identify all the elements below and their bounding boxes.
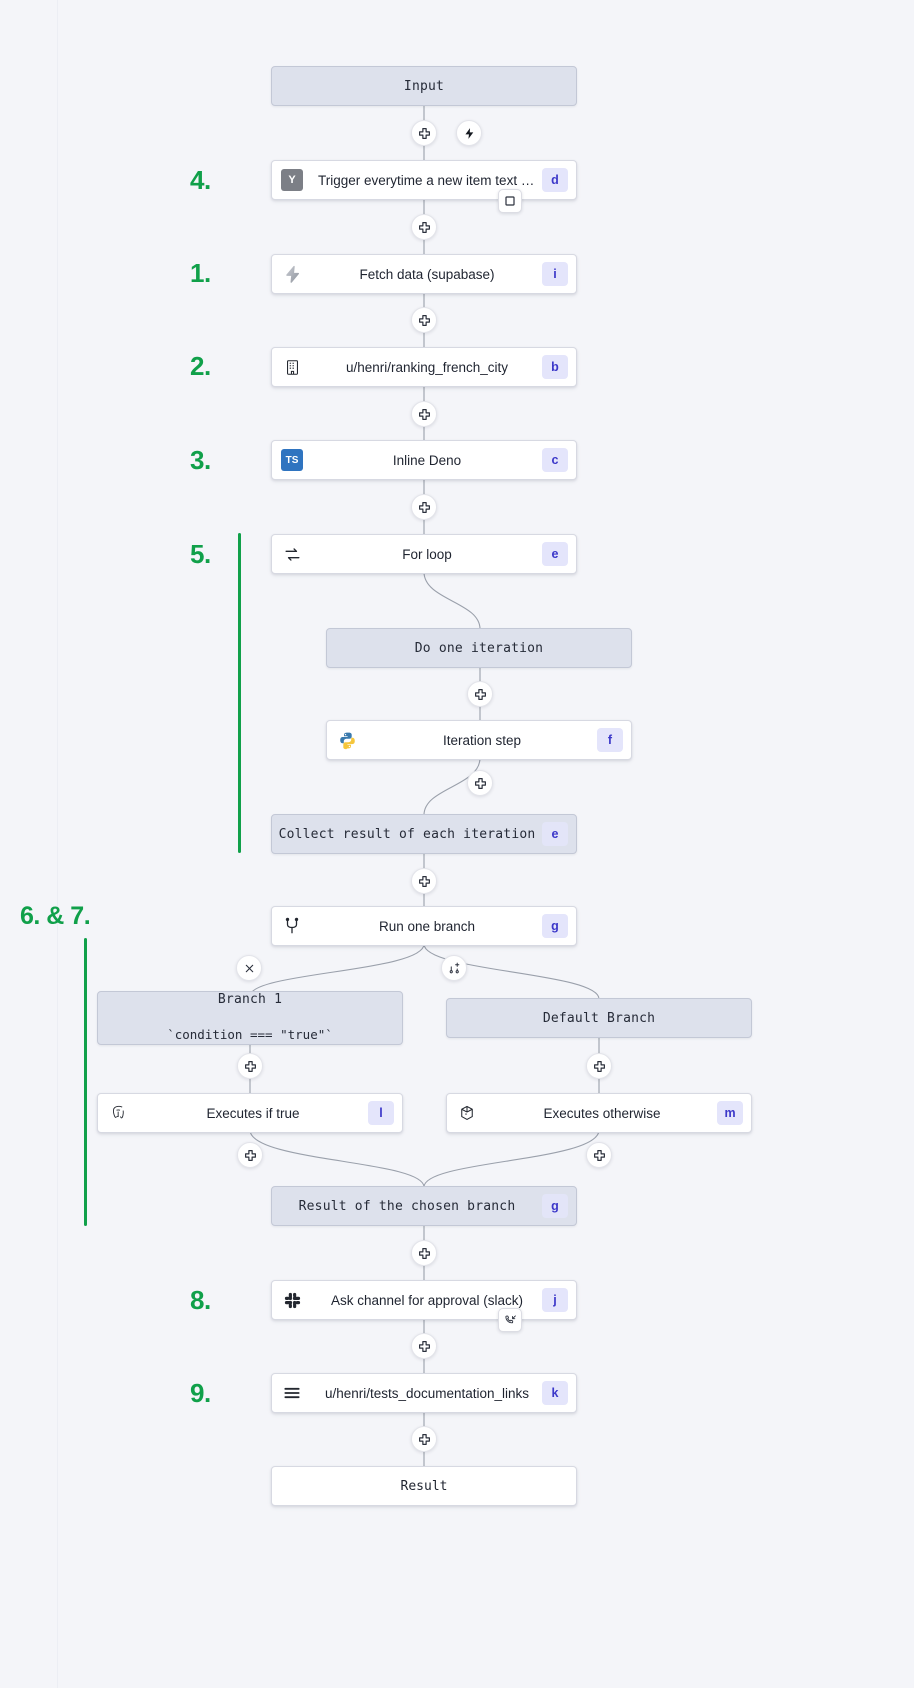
node-trigger[interactable]: Y Trigger everytime a new item text o… d bbox=[271, 160, 577, 200]
node-do-one-iteration[interactable]: Do one iteration bbox=[326, 628, 632, 668]
node-executes-otherwise[interactable]: Executes otherwise m bbox=[446, 1093, 752, 1133]
node-executes-otherwise-tag[interactable]: m bbox=[717, 1101, 743, 1125]
node-collect-result[interactable]: Collect result of each iteration e bbox=[271, 814, 577, 854]
connector-plus-ranking-deno[interactable] bbox=[411, 401, 437, 427]
annotation-3: 3. bbox=[190, 445, 211, 475]
node-iteration-step-tag[interactable]: f bbox=[597, 728, 623, 752]
node-iteration-step[interactable]: Iteration step f bbox=[326, 720, 632, 760]
annotation-1: 1. bbox=[190, 258, 211, 288]
group-bar-forloop bbox=[238, 533, 241, 853]
page-guide bbox=[57, 0, 58, 1688]
node-for-loop[interactable]: For loop e bbox=[271, 534, 577, 574]
node-executes-otherwise-label: Executes otherwise bbox=[543, 1105, 661, 1121]
yaml-icon: Y bbox=[272, 160, 312, 200]
connector-plus-branch1-exec[interactable] bbox=[237, 1053, 263, 1079]
node-for-loop-label: For loop bbox=[402, 546, 452, 562]
branch-icon bbox=[272, 906, 312, 946]
node-input[interactable]: Input bbox=[271, 66, 577, 106]
node-run-one-branch-tag[interactable]: g bbox=[542, 914, 568, 938]
node-for-loop-tag[interactable]: e bbox=[542, 542, 568, 566]
connector-plus-collect-branch[interactable] bbox=[411, 868, 437, 894]
node-fetch-data-tag[interactable]: i bbox=[542, 262, 568, 286]
node-tests-documentation-links-tag[interactable]: k bbox=[542, 1381, 568, 1405]
annotation-5: 5. bbox=[190, 539, 211, 569]
annotation-2: 2. bbox=[190, 351, 211, 381]
connector-plus-iteration[interactable] bbox=[467, 681, 493, 707]
slack-icon bbox=[272, 1280, 312, 1320]
connector-add-branch[interactable] bbox=[441, 955, 467, 981]
node-branch-1-condition: `condition === "true"` bbox=[167, 1027, 333, 1043]
connector-plus-default-exec[interactable] bbox=[586, 1053, 612, 1079]
postgres-icon bbox=[98, 1093, 138, 1133]
node-branch-1-label: Branch 1 bbox=[217, 992, 283, 1007]
menu-icon bbox=[272, 1373, 312, 1413]
phone-callback-icon[interactable] bbox=[498, 1308, 522, 1332]
annotation-9: 9. bbox=[190, 1378, 211, 1408]
node-slack-approval[interactable]: Ask channel for approval (slack) j bbox=[271, 1280, 577, 1320]
connector-plus-input-trigger[interactable] bbox=[411, 120, 437, 146]
connector-plus-docs-result[interactable] bbox=[411, 1426, 437, 1452]
node-result-label: Result bbox=[400, 1478, 448, 1494]
connector-plus-iteration-collect[interactable] bbox=[467, 770, 493, 796]
node-executes-if-true[interactable]: Executes if true l bbox=[97, 1093, 403, 1133]
node-slack-approval-tag[interactable]: j bbox=[542, 1288, 568, 1312]
node-collect-result-tag[interactable]: e bbox=[542, 822, 568, 846]
node-ranking-french-city[interactable]: u/henri/ranking_french_city b bbox=[271, 347, 577, 387]
node-run-one-branch-label: Run one branch bbox=[378, 918, 476, 934]
node-do-one-iteration-label: Do one iteration bbox=[414, 640, 544, 656]
node-chosen-branch-result[interactable]: Result of the chosen branch g bbox=[271, 1186, 577, 1226]
node-trigger-label: Trigger everytime a new item text o… bbox=[318, 172, 542, 188]
node-default-branch[interactable]: Default Branch bbox=[446, 998, 752, 1038]
building-icon bbox=[272, 347, 312, 387]
checkbox-icon[interactable] bbox=[498, 189, 522, 213]
node-fetch-data[interactable]: Fetch data (supabase) i bbox=[271, 254, 577, 294]
annotation-4: 4. bbox=[190, 165, 211, 195]
node-fetch-data-label: Fetch data (supabase) bbox=[359, 266, 495, 282]
connector-plus-trigger-fetch[interactable] bbox=[411, 214, 437, 240]
connector-plus-slack-docs[interactable] bbox=[411, 1333, 437, 1359]
connector-plus-fetch-ranking[interactable] bbox=[411, 307, 437, 333]
node-executes-if-true-label: Executes if true bbox=[206, 1105, 300, 1121]
connector-bolt-trigger[interactable] bbox=[456, 120, 482, 146]
annotation-8: 8. bbox=[190, 1285, 211, 1315]
node-input-label: Input bbox=[403, 78, 445, 94]
connector-plus-exec-true-result[interactable] bbox=[237, 1142, 263, 1168]
node-inline-deno-label: Inline Deno bbox=[392, 452, 462, 468]
node-branch-1[interactable]: Branch 1 `condition === "true"` bbox=[97, 991, 403, 1045]
group-bar-branch bbox=[84, 938, 87, 1226]
node-trigger-tag[interactable]: d bbox=[542, 168, 568, 192]
node-inline-deno-tag[interactable]: c bbox=[542, 448, 568, 472]
node-tests-documentation-links-label: u/henri/tests_documentation_links bbox=[324, 1385, 530, 1401]
supabase-icon bbox=[272, 254, 312, 294]
node-chosen-branch-result-label: Result of the chosen branch bbox=[298, 1198, 516, 1214]
connector-plus-deno-forloop[interactable] bbox=[411, 494, 437, 520]
node-chosen-branch-result-tag[interactable]: g bbox=[542, 1194, 568, 1218]
node-collect-result-label: Collect result of each iteration bbox=[278, 826, 536, 842]
node-run-one-branch[interactable]: Run one branch g bbox=[271, 906, 577, 946]
docker-icon bbox=[447, 1093, 487, 1133]
typescript-icon: TS bbox=[272, 440, 312, 480]
connector-plus-exec-otherwise-result[interactable] bbox=[586, 1142, 612, 1168]
node-default-branch-label: Default Branch bbox=[542, 1010, 656, 1026]
node-ranking-french-city-label: u/henri/ranking_french_city bbox=[345, 359, 509, 375]
python-icon bbox=[327, 720, 367, 760]
node-iteration-step-label: Iteration step bbox=[442, 732, 522, 748]
annotation-6-and-7: 6. & 7. bbox=[20, 902, 91, 930]
node-result[interactable]: Result bbox=[271, 1466, 577, 1506]
node-tests-documentation-links[interactable]: u/henri/tests_documentation_links k bbox=[271, 1373, 577, 1413]
node-ranking-french-city-tag[interactable]: b bbox=[542, 355, 568, 379]
connector-close-branch1[interactable] bbox=[236, 955, 262, 981]
node-inline-deno[interactable]: TS Inline Deno c bbox=[271, 440, 577, 480]
node-executes-if-true-tag[interactable]: l bbox=[368, 1101, 394, 1125]
node-slack-approval-label: Ask channel for approval (slack) bbox=[330, 1292, 524, 1308]
loop-icon bbox=[272, 534, 312, 574]
connector-plus-result-slack[interactable] bbox=[411, 1240, 437, 1266]
